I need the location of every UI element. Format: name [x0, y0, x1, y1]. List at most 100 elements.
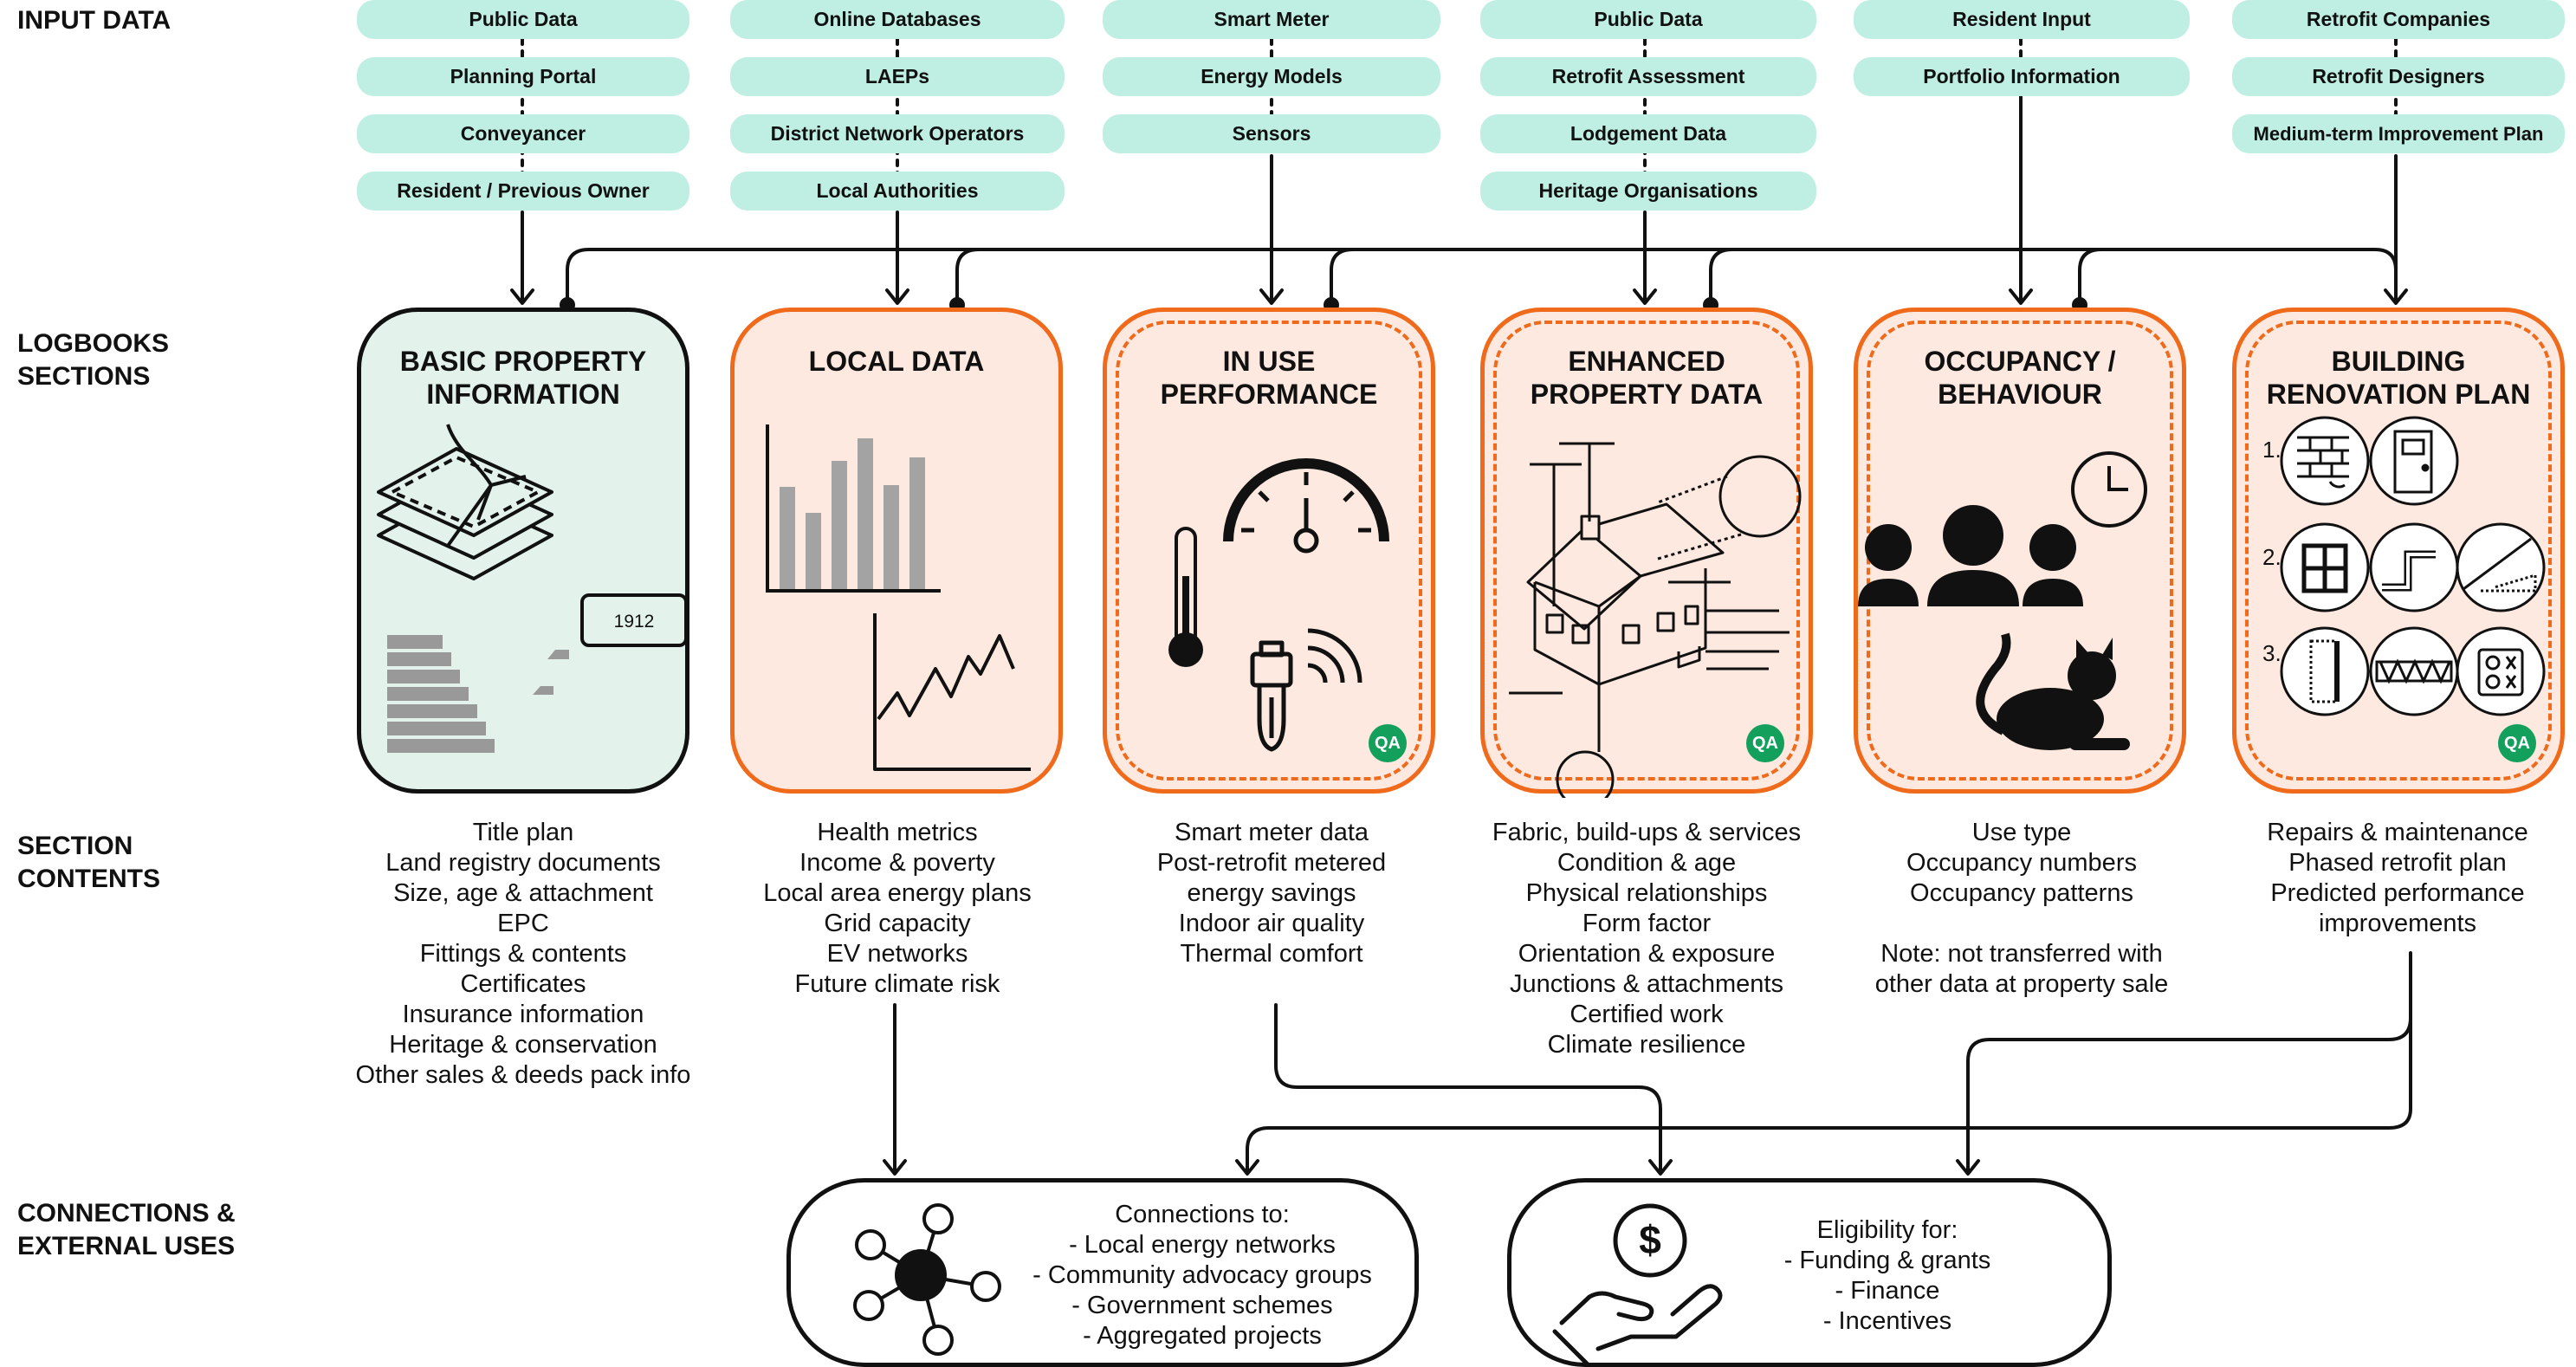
section-title: BUILDING RENOVATION PLAN — [2266, 346, 2531, 410]
renovation-icons: 1. 2. 3. — [2262, 416, 2546, 716]
input-pill: Sensors — [1103, 114, 1440, 153]
content-line: Other sales & deeds pack info — [355, 1061, 691, 1089]
occupancy-icons — [1858, 451, 2147, 750]
content-line: energy savings — [1187, 879, 1356, 907]
input-pill: Retrofit Assessment — [1480, 57, 1816, 96]
floor-insulation-icon — [2375, 658, 2453, 684]
content-line: Smart meter data — [1174, 819, 1369, 846]
uses-line: - Community advocacy groups — [1032, 1261, 1372, 1289]
content-line: other data at property sale — [1874, 970, 2169, 998]
clock-icon — [2071, 451, 2147, 528]
content-line: Land registry documents — [385, 849, 661, 877]
section-title: LOCAL DATA — [808, 346, 985, 377]
row-label-input-data: INPUT DATA — [17, 6, 172, 35]
content-line: Junctions & attachments — [1510, 970, 1783, 998]
network-hub-icon — [853, 1203, 1001, 1356]
layers-map-icon: 1912 — [377, 424, 688, 753]
uses-line: - Finance — [1835, 1277, 1940, 1305]
roof-insulation-icon — [2463, 537, 2537, 593]
content-line: Note: not transferred with — [1880, 940, 2163, 968]
section-card-local-data: LOCAL DATA — [730, 308, 1063, 794]
section-title: OCCUPANCY / BEHAVIOUR — [1924, 346, 2116, 410]
row-label-connections: CONNECTIONS & EXTERNAL USES — [17, 1199, 236, 1260]
content-line: Indoor air quality — [1178, 910, 1365, 937]
contents-basic-property: Title plan Land registry documents Size,… — [324, 818, 722, 1091]
content-line: Health metrics — [817, 819, 978, 846]
uses-line: - Local energy networks — [1069, 1231, 1336, 1259]
contents-in-use: Smart meter data Post-retrofit metered e… — [1072, 818, 1471, 969]
brick-wall-icon — [2297, 436, 2349, 489]
door-icon — [2393, 430, 2433, 494]
svg-text:$: $ — [1639, 1217, 1661, 1262]
input-pill: Public Data — [1480, 0, 1816, 39]
content-line: Occupancy numbers — [1906, 849, 2137, 877]
section-card-occupancy: OCCUPANCY / BEHAVIOUR — [1854, 308, 2186, 794]
input-pill: Medium-term Improvement Plan — [2232, 114, 2565, 153]
step-number: 3. — [2262, 640, 2282, 666]
content-line: Phased retrofit plan — [2288, 849, 2507, 877]
uses-eligibility-box: $ Eligibility for: - Funding & grants - … — [1507, 1178, 2112, 1367]
content-line: Occupancy patterns — [1910, 879, 2133, 907]
content-line: Use type — [1971, 819, 2072, 846]
step-number: 2. — [2262, 544, 2282, 570]
input-pill: Retrofit Companies — [2232, 0, 2565, 39]
content-line: Orientation & exposure — [1518, 940, 1776, 968]
contents-enhanced: Fabric, build-ups & services Condition &… — [1447, 818, 1846, 1060]
section-card-renovation-plan: BUILDING RENOVATION PLAN 1. 2. 3. — [2232, 308, 2565, 794]
uses-line: - Funding & grants — [1783, 1247, 1991, 1274]
uses-connections-box: Connections to: - Local energy networks … — [786, 1178, 1419, 1367]
section-title: IN USE PERFORMANCE — [1160, 346, 1378, 410]
uses-line: Eligibility for: — [1816, 1216, 1958, 1244]
content-line: Heritage & conservation — [389, 1031, 657, 1059]
line-chart-icon — [873, 613, 1031, 771]
sensor-icon — [1250, 628, 1362, 752]
section-title: BASIC PROPERTY INFORMATION — [399, 346, 647, 410]
thermometer-icon — [1168, 527, 1203, 667]
content-line: Size, age & attachment — [393, 879, 653, 907]
input-pill: Conveyancer — [357, 114, 689, 153]
heat-pump-icon — [2477, 648, 2524, 696]
content-line — [1822, 909, 2221, 939]
input-pill: Local Authorities — [730, 172, 1065, 211]
year-tag: 1912 — [614, 612, 655, 632]
in-use-icons — [1168, 458, 1389, 752]
row-label-section-contents: SECTION CONTENTS — [17, 832, 160, 893]
content-line: Physical relationships — [1525, 879, 1768, 907]
uses-line: Connections to: — [1115, 1201, 1290, 1228]
section-title: ENHANCED PROPERTY DATA — [1530, 346, 1764, 410]
content-line: Predicted performance — [2270, 879, 2525, 907]
input-pill: Planning Portal — [357, 57, 689, 96]
input-pill: Retrofit Designers — [2232, 57, 2565, 96]
content-line: Form factor — [1582, 910, 1712, 937]
section-card-basic-property: BASIC PROPERTY INFORMATION 1912 — [357, 308, 689, 794]
contents-local-data: Health metrics Income & poverty Local ar… — [698, 818, 1097, 1000]
content-line: Repairs & maintenance — [2267, 819, 2528, 846]
content-line: Fabric, build-ups & services — [1492, 819, 1802, 846]
section-card-in-use-performance: IN USE PERFORMANCE QA — [1103, 308, 1435, 794]
content-line: EPC — [497, 910, 549, 937]
input-pill: Heritage Organisations — [1480, 172, 1816, 211]
house-detail-icon — [1509, 442, 1802, 798]
content-line: Grid capacity — [824, 910, 971, 937]
bar-chart-icon — [766, 424, 941, 593]
chart-icons — [766, 424, 1031, 771]
row-label-logbooks-sections: LOGBOOKS SECTIONS — [17, 329, 170, 391]
contents-renovation: Repairs & maintenance Phased retrofit pl… — [2198, 818, 2576, 939]
input-pill: Portfolio Information — [1854, 57, 2190, 96]
input-pill: Public Data — [357, 0, 689, 39]
content-line: Fittings & contents — [419, 940, 627, 968]
step-number: 1. — [2262, 437, 2282, 463]
money-hand-icon: $ — [1552, 1203, 1723, 1366]
content-line: EV networks — [826, 940, 968, 968]
content-line: Condition & age — [1557, 849, 1737, 877]
input-pill: LAEPs — [730, 57, 1065, 96]
content-line: Climate resilience — [1547, 1031, 1746, 1059]
gauge-icon — [1223, 458, 1389, 542]
content-line: Future climate risk — [794, 970, 1000, 998]
cat-icon — [1976, 632, 2130, 750]
content-line: Income & poverty — [799, 849, 995, 877]
input-pill: Smart Meter — [1103, 0, 1440, 39]
content-line: Certified work — [1570, 1001, 1724, 1028]
input-pill: District Network Operators — [730, 114, 1065, 153]
contents-occupancy: Use type Occupancy numbers Occupancy pat… — [1822, 818, 2221, 1000]
